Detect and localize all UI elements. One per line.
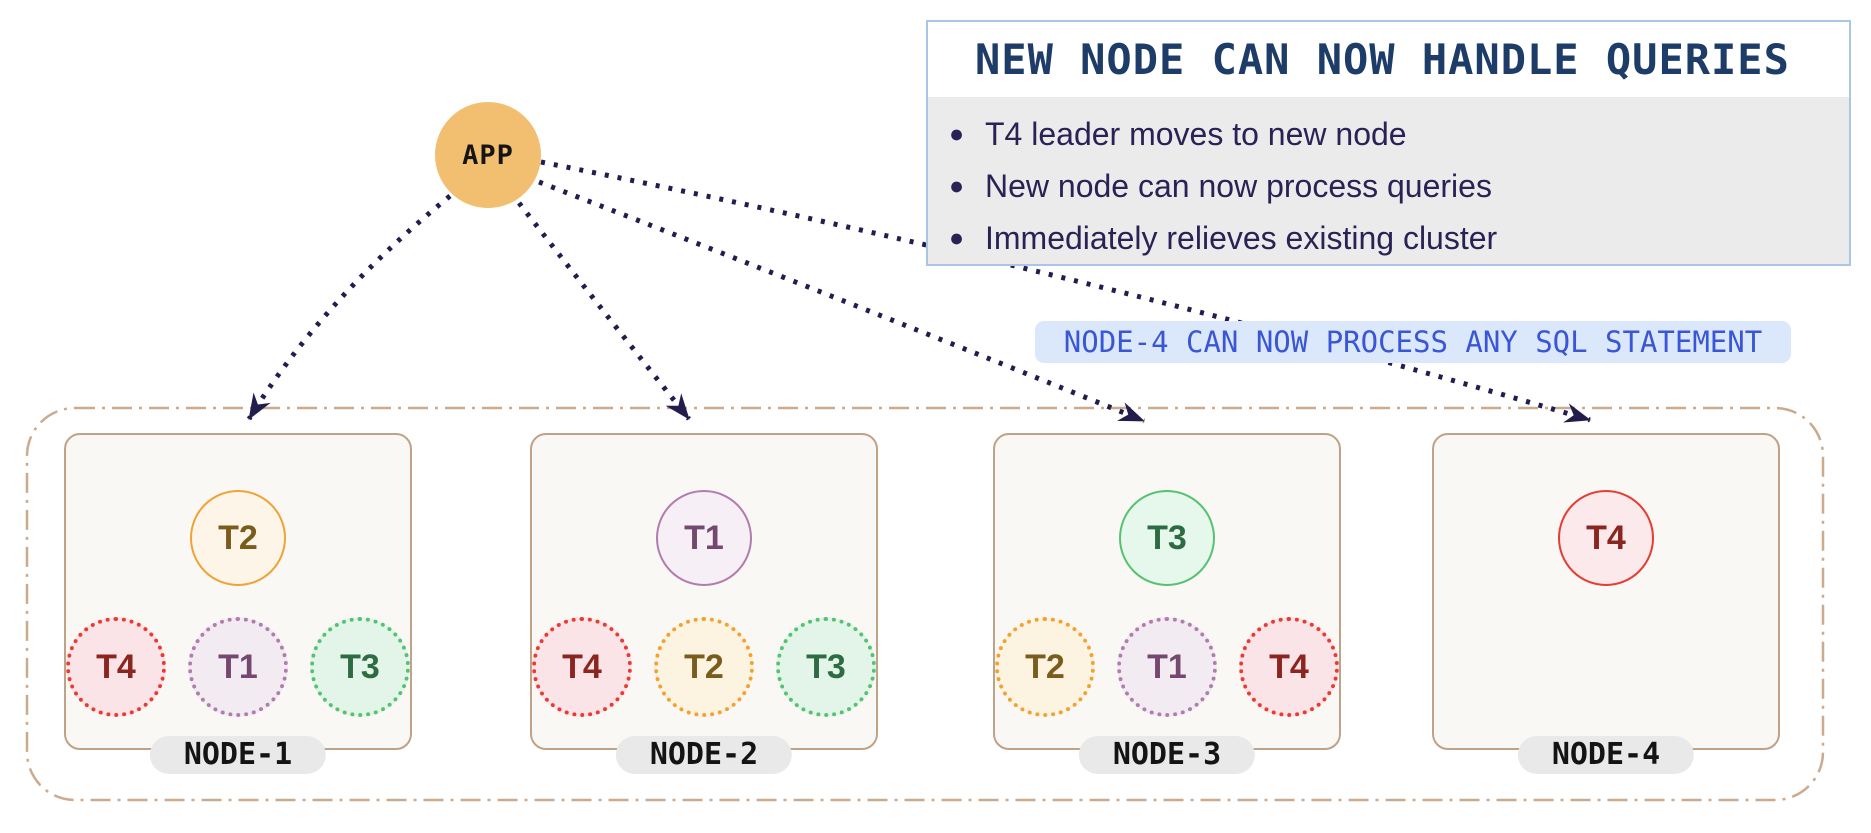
arrow-app-to-node-4 [540,159,1591,423]
tablet-label: T4 [96,647,136,686]
tablet-label: T2 [684,647,724,686]
leader-circle: T4 [1558,490,1654,586]
tablet-label: T4 [1269,647,1309,686]
node-label: NODE-3 [1112,737,1222,772]
node-card-1: T2 T4 T1 T3 NODE-1 [64,433,412,774]
note-text: NODE-4 CAN NOW PROCESS ANY SQL STATEMENT [1063,325,1763,359]
node-label-pill: NODE-2 [615,736,793,774]
callout-title: NEW NODE CAN NOW HANDLE QUERIES [975,35,1790,84]
callout-bullet-list: ● T4 leader moves to new node ● New node… [928,97,1849,264]
tablet-label: T3 [1147,518,1187,557]
callout-bullet: ● T4 leader moves to new node [928,108,1849,160]
node-label: NODE-4 [1551,737,1661,772]
tablet-label: T2 [218,518,258,557]
tablet-label: T3 [340,647,380,686]
replica-circle: T3 [776,617,876,717]
arrow-app-to-node-1 [246,194,452,421]
bullet-icon: ● [948,223,965,252]
node-label-pill: NODE-4 [1517,736,1695,774]
tablet-label: T2 [1025,647,1065,686]
tablet-label: T1 [684,518,724,557]
replica-circle: T4 [532,617,632,717]
callout-box: NEW NODE CAN NOW HANDLE QUERIES ● T4 lea… [926,20,1851,266]
bullet-text: New node can now process queries [985,167,1492,204]
app-label: APP [462,139,514,171]
bullet-text: T4 leader moves to new node [985,115,1407,152]
node-label-pill: NODE-3 [1078,736,1256,774]
replica-row: T4 T1 T3 [66,617,410,717]
replica-row: T2 T1 T4 [995,617,1339,717]
tablet-label: T1 [218,647,258,686]
node-label-pill: NODE-1 [149,736,327,774]
replica-circle: T4 [1239,617,1339,717]
replica-circle: T4 [66,617,166,717]
app-node: APP [435,102,541,208]
node-card-2: T1 T4 T2 T3 NODE-2 [530,433,878,774]
node-card-4: T4 NODE-4 [1432,433,1780,774]
node-label: NODE-1 [183,737,293,772]
leader-circle: T3 [1119,490,1215,586]
arrow-app-to-node-2 [517,201,691,421]
tablet-label: T1 [1147,647,1187,686]
replica-circle: T2 [654,617,754,717]
tablet-label: T4 [562,647,602,686]
replica-row: T4 T2 T3 [532,617,876,717]
node4-note-pill: NODE-4 CAN NOW PROCESS ANY SQL STATEMENT [1035,321,1791,363]
callout-bullet: ● New node can now process queries [928,160,1849,212]
bullet-icon: ● [948,171,965,200]
node-label: NODE-2 [649,737,759,772]
leader-circle: T2 [190,490,286,586]
node-card-3: T3 T2 T1 T4 NODE-3 [993,433,1341,774]
replica-circle: T1 [1117,617,1217,717]
bullet-text: Immediately relieves existing cluster [985,219,1498,256]
tablet-label: T4 [1586,518,1626,557]
leader-circle: T1 [656,490,752,586]
replica-circle: T1 [188,617,288,717]
replica-circle: T3 [310,617,410,717]
replica-circle: T2 [995,617,1095,717]
tablet-label: T3 [806,647,846,686]
callout-bullet: ● Immediately relieves existing cluster [928,212,1849,264]
bullet-icon: ● [948,119,965,148]
